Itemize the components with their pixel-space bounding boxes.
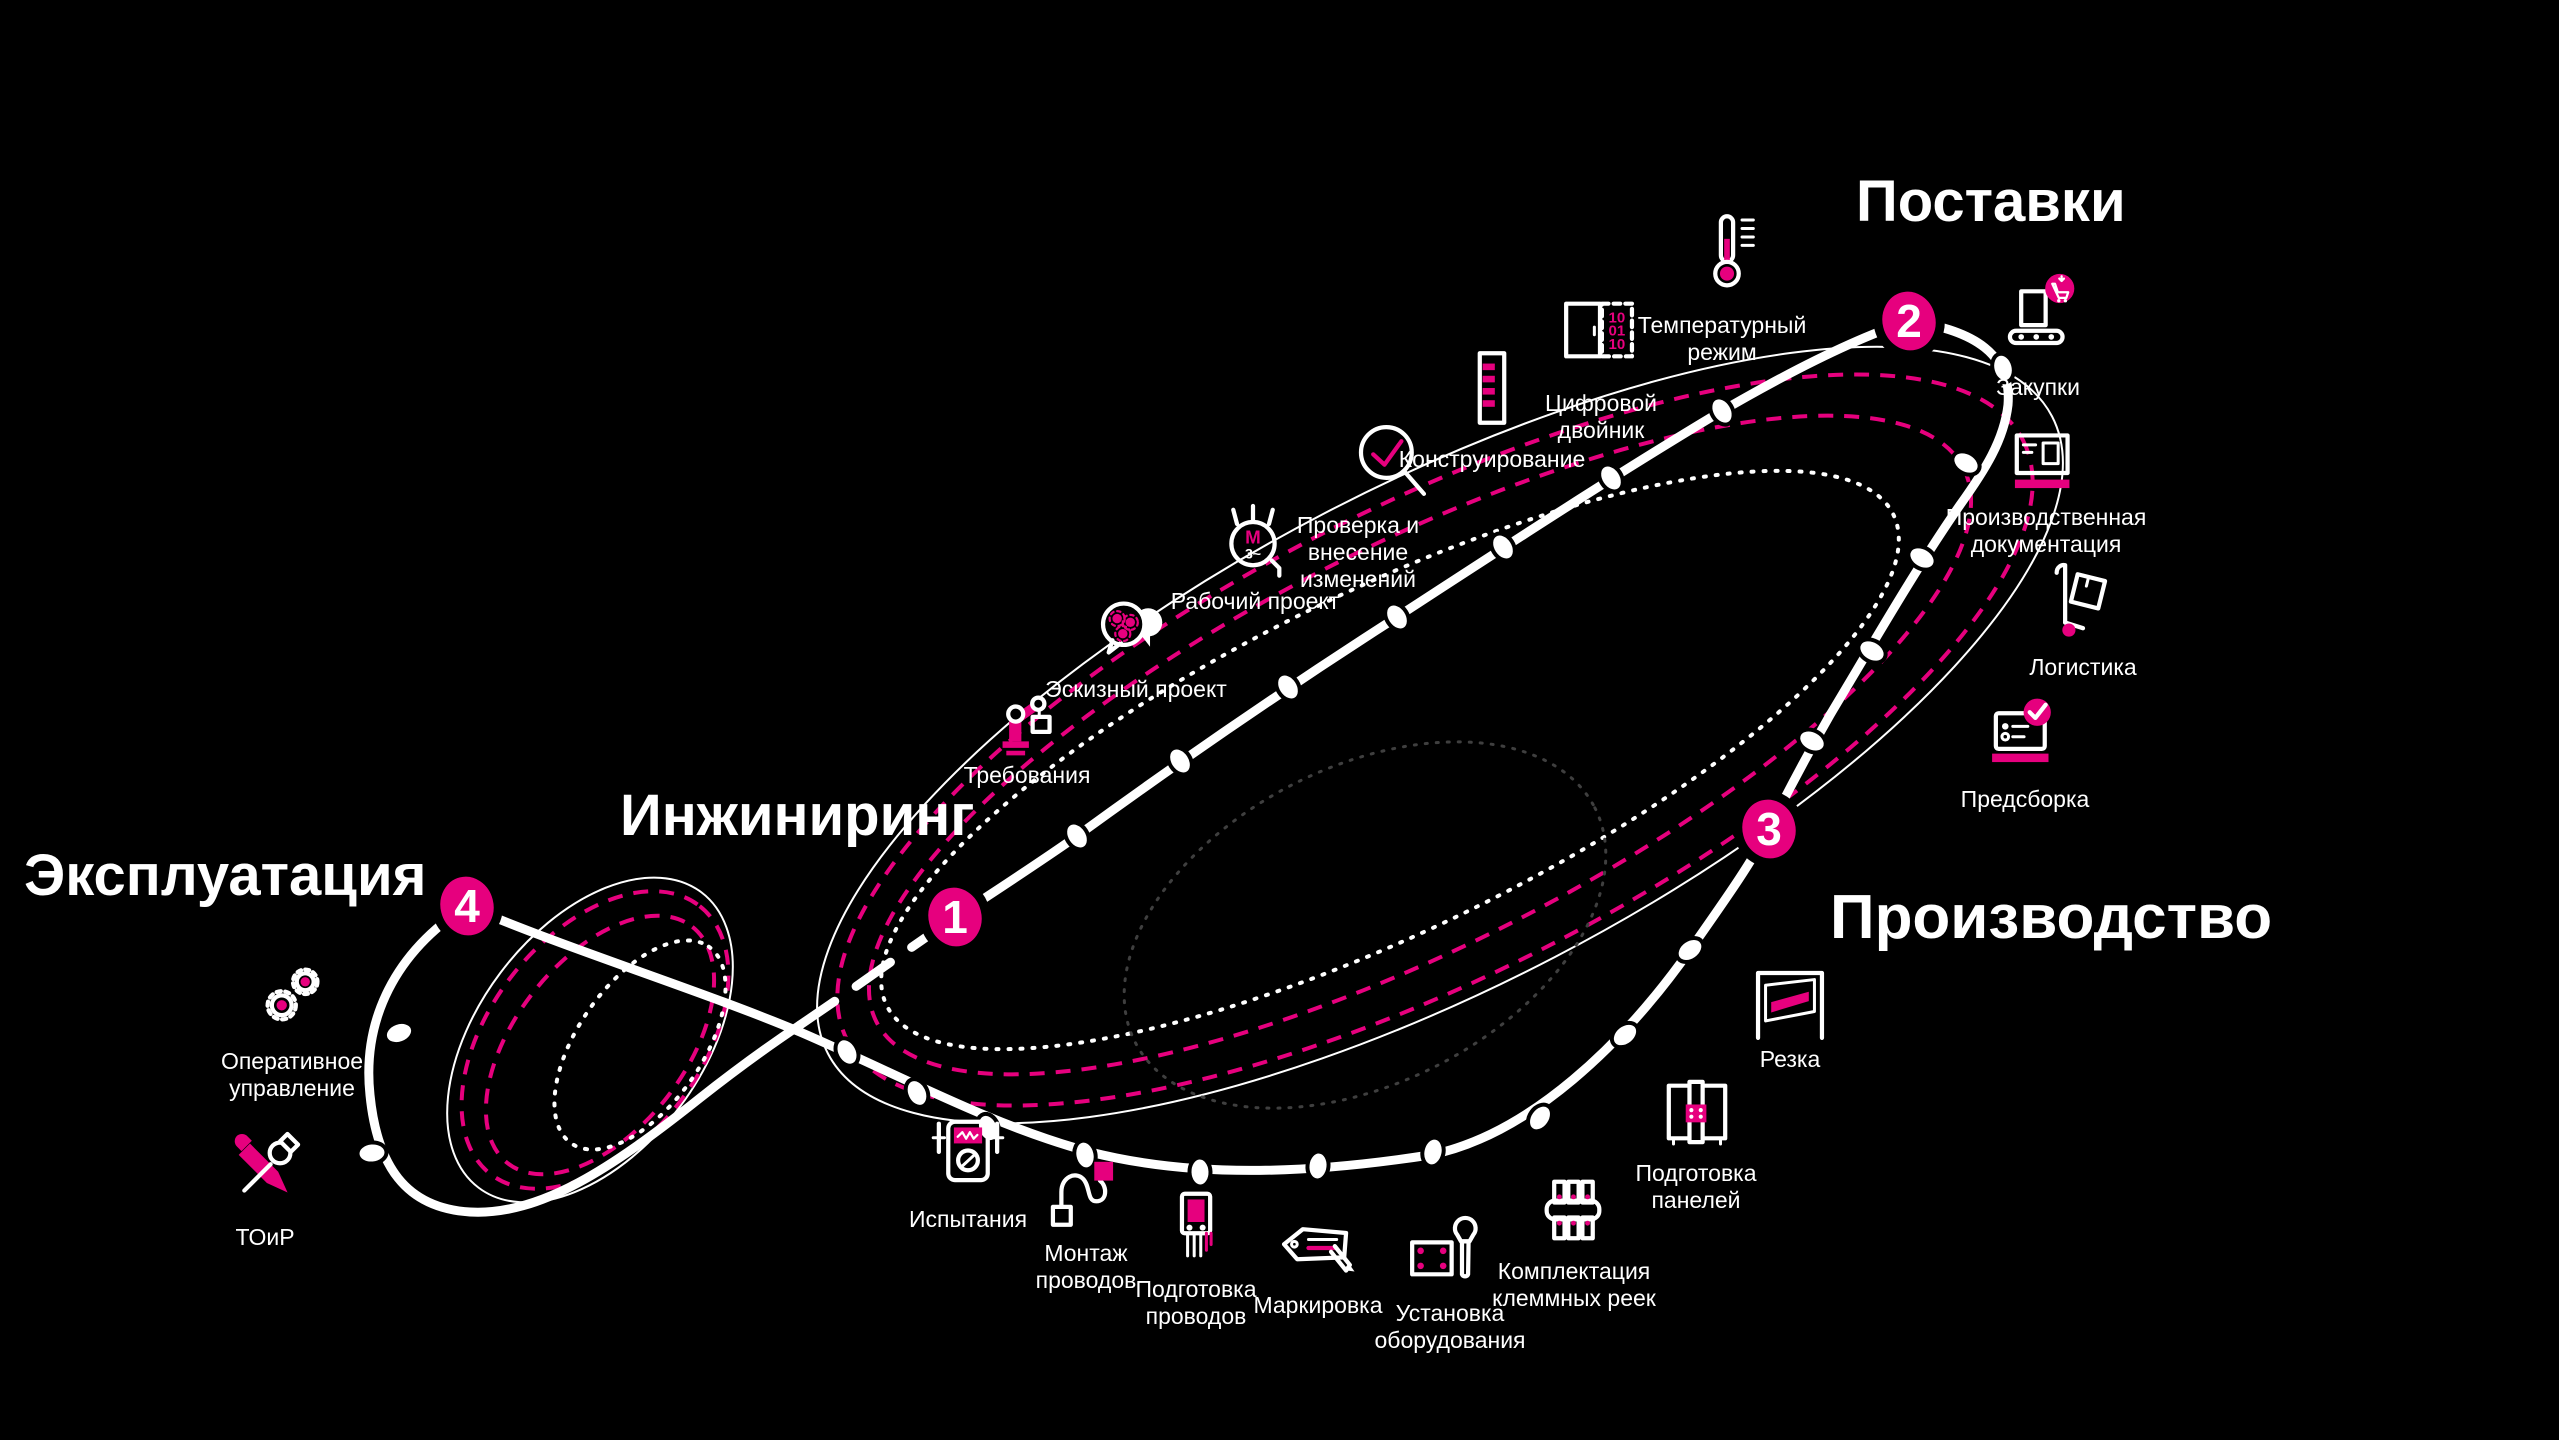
phase-badge-number: 3 [1756, 803, 1782, 855]
path-node-dot [1187, 1155, 1213, 1189]
step-label: Проверка и внесение изменений [1296, 512, 1420, 592]
cutting-icon [1743, 957, 1837, 1051]
path-node-dot [1274, 671, 1302, 703]
phase-badge-circle [1733, 790, 1805, 868]
step-label: Испытания [908, 1206, 1028, 1232]
step-label: Предсборка [1960, 786, 2090, 812]
step-label: Монтаж проводов [1035, 1240, 1137, 1293]
phase-badge-number: 1 [942, 891, 968, 943]
svg-text:10: 10 [1609, 336, 1626, 353]
step-label: Подготовка проводов [1135, 1276, 1257, 1329]
step-label: Цифровой двойник [1545, 390, 1657, 443]
robot-arm-icon [980, 668, 1074, 762]
step-label: Эскизный проект [1045, 676, 1227, 702]
path-node-dot [1906, 544, 1938, 572]
step-label: Оперативное управление [220, 1048, 364, 1101]
svg-text:3~: 3~ [1245, 546, 1261, 562]
cabinet-binary-icon: 10 01 10 [1553, 283, 1647, 377]
svg-text:01: 01 [1609, 323, 1626, 340]
path-node-dot [382, 1019, 416, 1047]
step-label: Температурный режим [1637, 312, 1807, 365]
path-node-dot [1674, 936, 1706, 964]
step-label: Производственная документация [1945, 504, 2147, 557]
phase-badge-number: 4 [454, 880, 480, 932]
step-label: Закупки [1996, 374, 2080, 400]
phase-badge-circle [1873, 282, 1945, 360]
path-node-dot [1383, 601, 1411, 633]
wire-prep-icon [1150, 1175, 1244, 1269]
step-label: Маркировка [1253, 1292, 1383, 1318]
speech-gears-icon [1088, 581, 1182, 675]
echo-curve-pink-outer-left [459, 889, 731, 1191]
path-node-dot [1420, 1135, 1446, 1169]
step-label: ТОиР [235, 1224, 295, 1250]
echo-curve-dotted-right [879, 468, 1901, 1052]
path-node-dot [1708, 395, 1736, 427]
phase-badge-circle [431, 867, 503, 945]
path-node-dot [1489, 531, 1517, 563]
phase-badge-3: 3 [1733, 790, 1805, 868]
handtruck-icon [2036, 553, 2130, 647]
magnifier-check-icon [1345, 413, 1439, 507]
phase-title-engineering: Инжиниринг [620, 783, 975, 848]
phase-badge-number: 2 [1896, 295, 1922, 347]
wire-mount-icon [1036, 1143, 1130, 1237]
wrench-screwdriver-icon [218, 1121, 312, 1215]
step-label: Логистика [2029, 654, 2137, 680]
plate-wrench-icon [1399, 1201, 1493, 1295]
phase-badge-4: 4 [431, 867, 503, 945]
step-label: Конструирование [1398, 446, 1586, 472]
loop-right-segment [1764, 316, 2013, 834]
echo-curve-thin-right [816, 345, 2064, 1125]
echo-curve-dotted-left [552, 938, 728, 1152]
echo-curve-pink-inner-left [483, 913, 717, 1177]
terminal-rail-icon [1526, 1163, 1620, 1257]
motor-icon: M 3~ [1206, 491, 1300, 585]
echo-curve-thin-left [446, 876, 734, 1204]
path-node-dot [1305, 1149, 1331, 1183]
step-label: Требования [963, 762, 1091, 788]
laptop-check-icon [1978, 685, 2072, 779]
path-node-dot [1990, 351, 2016, 385]
svg-text:M: M [1245, 527, 1261, 548]
path-node-dot [1609, 1020, 1641, 1050]
phase-title-supply: Поставки [1856, 169, 2126, 234]
path-node-dot [1063, 820, 1091, 852]
path-node-dot [1072, 1138, 1098, 1172]
loop-bottom-production-segment [462, 824, 1774, 1175]
thermometer-icon [1680, 205, 1774, 299]
step-label: Рабочий проект [1170, 588, 1340, 614]
path-node-dot [1796, 727, 1828, 755]
step-label: Комплектация клеммных реек [1492, 1258, 1656, 1311]
echo-curve-gray-dotted-center [1122, 740, 1608, 1110]
rack-icon [1445, 341, 1539, 435]
step-label: Установка оборудования [1374, 1300, 1526, 1353]
panel-prep-icon [1650, 1065, 1744, 1159]
svg-text:10: 10 [1609, 309, 1626, 326]
step-label: Резка [1759, 1046, 1821, 1072]
gears-icon [246, 947, 340, 1041]
path-node-dot [1856, 637, 1888, 665]
path-node-dot [355, 1140, 389, 1166]
step-label: Подготовка панелей [1635, 1160, 1757, 1213]
path-node-dot [1597, 462, 1625, 494]
phase-title-production: Производство [1830, 883, 2273, 952]
path-node-dot [833, 1036, 861, 1068]
phase-badge-2: 2 [1873, 282, 1945, 360]
production-doc-icon [1998, 411, 2092, 505]
phase-badge-circle [919, 878, 991, 956]
path-node-dot [903, 1077, 931, 1109]
multimeter-icon [921, 1103, 1015, 1197]
path-node-dots [355, 351, 2016, 1189]
conveyor-cart-icon [1993, 265, 2087, 359]
loop-left-and-up-segment [364, 901, 805, 1217]
phase-title-operation: Эксплуатация [24, 843, 427, 908]
path-node-dot [1166, 745, 1194, 777]
path-node-dot [1950, 449, 1982, 477]
phase-badge-1: 1 [919, 878, 991, 956]
tag-pen-icon [1269, 1201, 1363, 1295]
path-node-dot [1526, 1102, 1554, 1134]
